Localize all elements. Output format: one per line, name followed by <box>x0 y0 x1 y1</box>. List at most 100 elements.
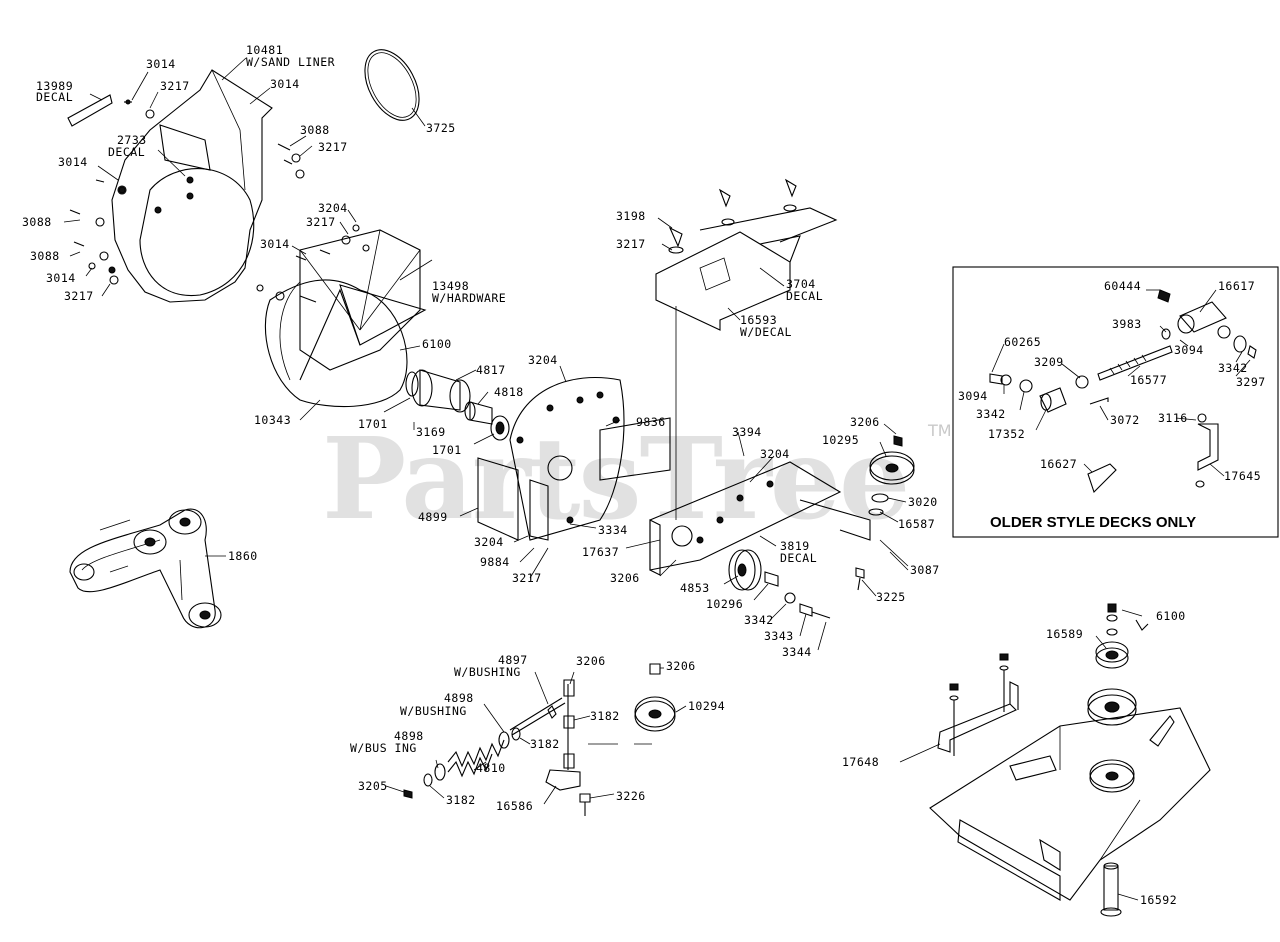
label-16617: 16617 <box>1218 279 1255 293</box>
label-17637: 17637 <box>582 545 619 559</box>
label-10295: 10295 <box>822 433 859 447</box>
label-13498-note: W/HARDWARE <box>432 291 506 305</box>
mower-deck <box>929 707 1211 901</box>
label-3217-f: 3217 <box>616 237 646 251</box>
label-3206-b: 3206 <box>850 415 880 429</box>
label-3014-a: 3014 <box>146 57 176 71</box>
label-10294: 10294 <box>688 699 725 713</box>
label-60265: 60265 <box>1004 335 1041 349</box>
label-3088-a: 3088 <box>300 123 330 137</box>
label-2733: 2733 <box>117 133 147 147</box>
label-13498: 13498 <box>432 279 469 293</box>
label-16589: 16589 <box>1046 627 1083 641</box>
label-4898-b: 4898 <box>394 729 424 743</box>
pulley-16589 <box>1087 603 1149 726</box>
label-3819-note: DECAL <box>780 551 817 565</box>
label-4818: 4818 <box>494 385 524 399</box>
washer-1701 <box>405 371 510 441</box>
label-4897: 4897 <box>498 653 528 667</box>
label-10481-note: W/SAND LINER <box>246 55 335 69</box>
leader-lines <box>63 57 1251 901</box>
label-3014-b: 3014 <box>270 77 300 91</box>
label-3094-b: 3094 <box>958 389 988 403</box>
pulley-10295 <box>868 435 915 516</box>
bracket-17648 <box>937 653 1019 756</box>
label-9836: 9836 <box>636 415 666 429</box>
belt-1860 <box>69 508 222 629</box>
label-3204-c: 3204 <box>474 535 504 549</box>
label-4899: 4899 <box>418 510 448 524</box>
label-3198: 3198 <box>616 209 646 223</box>
label-3344: 3344 <box>782 645 812 659</box>
label-3226: 3226 <box>616 789 646 803</box>
label-3297: 3297 <box>1236 375 1266 389</box>
label-3342-a: 3342 <box>744 613 774 627</box>
label-3204-b: 3204 <box>528 353 558 367</box>
label-3094-a: 3094 <box>1174 343 1204 357</box>
bolt-3344 <box>784 592 831 619</box>
label-4817: 4817 <box>476 363 506 377</box>
label-3206-a: 3206 <box>610 571 640 585</box>
nut-3205 <box>403 789 413 799</box>
label-3072: 3072 <box>1110 413 1140 427</box>
part-labels: 13989 DECAL 3014 3217 10481 W/SAND LINER… <box>22 43 1266 907</box>
inset-parts <box>989 289 1257 494</box>
nut-3206 <box>649 663 661 675</box>
label-4898-a: 4898 <box>444 691 474 705</box>
label-4897-note: W/BUSHING <box>454 665 521 679</box>
label-3217-d: 3217 <box>306 215 336 229</box>
label-3209: 3209 <box>1034 355 1064 369</box>
label-3087: 3087 <box>910 563 940 577</box>
spacer-10296 <box>764 571 779 587</box>
label-4898-a-note: W/BUSHING <box>400 704 467 718</box>
label-3014-d: 3014 <box>46 271 76 285</box>
impeller-13498 <box>299 229 427 381</box>
inset-panel <box>952 266 1279 538</box>
pulley-4853 <box>728 549 762 591</box>
label-3020: 3020 <box>908 495 938 509</box>
bearing-housing-4817 <box>411 369 471 413</box>
label-3217-a: 3217 <box>160 79 190 93</box>
label-3342-b: 3342 <box>1218 361 1248 375</box>
label-3217-e: 3217 <box>512 571 542 585</box>
label-3342-c: 3342 <box>976 407 1006 421</box>
decal-13989 <box>67 94 113 127</box>
spindle-16592 <box>1100 862 1122 917</box>
bracket-16586 <box>545 679 581 791</box>
label-10481: 10481 <box>246 43 283 57</box>
shield-16593 <box>655 207 838 520</box>
label-3182-a: 3182 <box>590 709 620 723</box>
fan-housing-10343 <box>264 279 408 408</box>
hose-clamp-3725 <box>364 49 420 121</box>
hardware-group-housing <box>69 99 370 303</box>
label-3014-e: 3014 <box>260 237 290 251</box>
label-17648: 17648 <box>842 755 879 769</box>
label-13989: 13989 <box>36 79 73 93</box>
bushing-4898 <box>423 727 521 787</box>
label-9884: 9884 <box>480 555 510 569</box>
label-6100-a: 6100 <box>422 337 452 351</box>
label-13989-note: DECAL <box>36 90 73 104</box>
bolt-3225 <box>855 567 865 591</box>
label-60444: 60444 <box>1104 279 1141 293</box>
label-3088-c: 3088 <box>30 249 60 263</box>
idler-shaft-4897 <box>509 697 566 736</box>
label-3225: 3225 <box>876 590 906 604</box>
label-1701-a: 1701 <box>358 417 388 431</box>
label-1860: 1860 <box>228 549 258 563</box>
label-3217-c: 3217 <box>64 289 94 303</box>
wing-nut-3198 <box>668 178 797 254</box>
label-3116: 3116 <box>1158 411 1188 425</box>
label-4853: 4853 <box>680 581 710 595</box>
label-3704: 3704 <box>786 277 816 291</box>
label-10343: 10343 <box>254 413 291 427</box>
label-17352: 17352 <box>988 427 1025 441</box>
label-16627: 16627 <box>1040 457 1077 471</box>
label-3217-b: 3217 <box>318 140 348 154</box>
label-3206-c: 3206 <box>576 654 606 668</box>
label-3014-c: 3014 <box>58 155 88 169</box>
mounting-plate-9836 <box>509 376 671 541</box>
label-4810: 4810 <box>476 761 506 775</box>
label-17645: 17645 <box>1224 469 1261 483</box>
